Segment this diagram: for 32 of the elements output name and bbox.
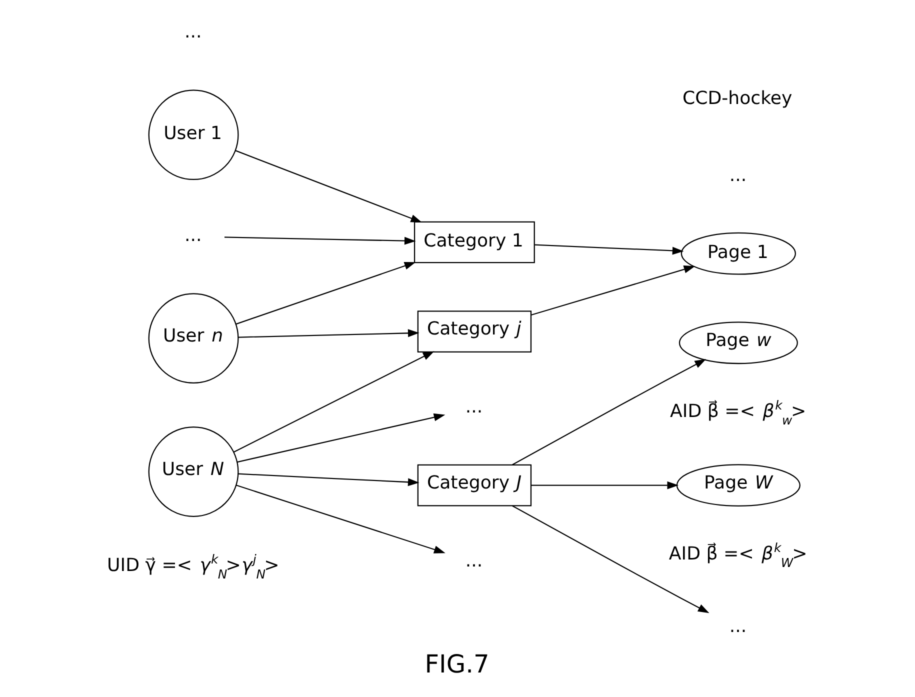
node-text: ... <box>729 616 747 638</box>
node-circle: User N <box>148 426 239 517</box>
arrow <box>236 262 416 325</box>
arrow <box>237 413 446 463</box>
node-ellipse: Page w <box>678 322 798 364</box>
arrow <box>224 236 416 245</box>
node-circle: User n <box>148 293 239 384</box>
node-label: UID γ⃗ =< γ$^{k}$$_{N}$>γ$^{j}$$_{N}$> <box>107 551 280 582</box>
label: ... <box>184 21 202 42</box>
arrow <box>236 484 446 554</box>
node-label: AID β⃗ =< β$^{k}$$_{w}$> <box>670 398 806 428</box>
node-box: Category 1 <box>414 221 535 264</box>
label: CCD-hockey <box>682 88 792 110</box>
node-text: ... <box>465 396 483 418</box>
node-label: AID β⃗ =< β$^{k}$$_{W}$> <box>668 540 808 570</box>
arrow <box>534 244 684 255</box>
arrow <box>512 505 710 614</box>
node-box: Category j <box>417 310 532 352</box>
arrow <box>512 359 706 466</box>
caption: FIG.7 <box>424 650 490 678</box>
arrow <box>238 473 420 486</box>
arrow <box>238 329 420 338</box>
label: ... <box>729 164 747 186</box>
arrow <box>530 266 696 316</box>
arrow <box>235 150 422 222</box>
node-box: Category J <box>417 464 532 506</box>
node-text: ... <box>465 550 483 572</box>
node-text: ... <box>184 224 202 246</box>
arrow <box>531 481 679 490</box>
node-circle: User 1 <box>148 90 239 180</box>
node-ellipse: Page W <box>676 464 800 506</box>
arrow <box>233 351 434 453</box>
